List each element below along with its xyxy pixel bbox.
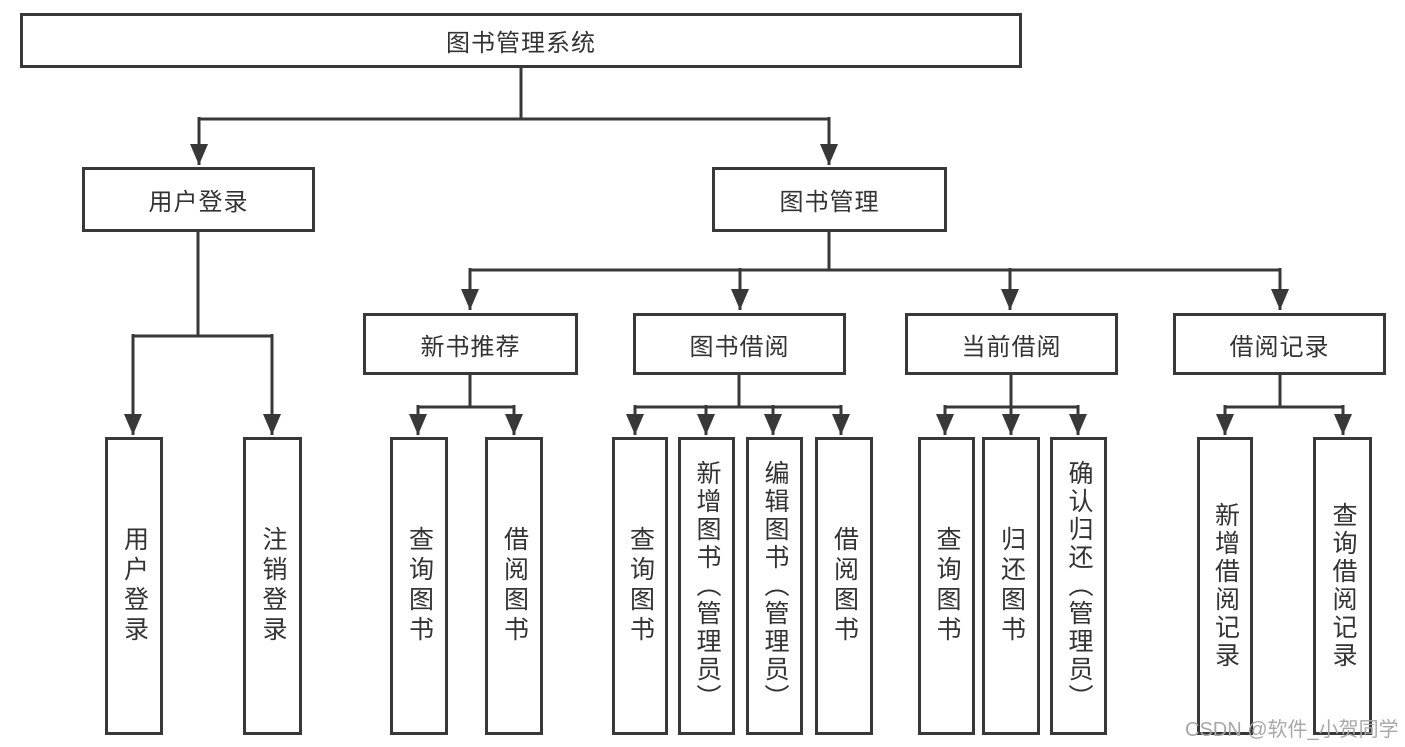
leaf-return-books: 归还图书 (982, 437, 1040, 735)
node-current-borrow: 当前借阅 (905, 313, 1118, 375)
connector-book-management (461, 232, 1289, 310)
connector-root (190, 68, 838, 165)
leaf-query-borrow-record: 查询借阅记录 (1313, 437, 1372, 735)
leaf-query-books-current: 查询图书 (918, 437, 975, 735)
connector-borrow-records (1216, 375, 1352, 435)
leaf-user-login: 用户登录 (105, 437, 163, 735)
node-new-book-recommend: 新书推荐 (363, 313, 578, 375)
node-borrow-records: 借阅记录 (1173, 313, 1386, 375)
node-book-borrow: 图书借阅 (633, 313, 846, 375)
leaf-add-borrow-record: 新增借阅记录 (1197, 437, 1253, 735)
connector-current-borrow (936, 375, 1087, 435)
node-user-login: 用户登录 (82, 167, 315, 232)
connector-new-book (409, 375, 523, 435)
watermark: CSDN @软件_小贺同学 (1185, 719, 1399, 741)
node-library-management-system: 图书管理系统 (20, 13, 1022, 68)
leaf-borrow-books-recommend: 借阅图书 (485, 437, 543, 735)
leaf-query-books-borrow: 查询图书 (612, 437, 668, 735)
leaf-logout: 注销登录 (243, 437, 302, 735)
leaf-edit-books-admin: 编辑图书（管理员） (746, 437, 803, 735)
node-book-management: 图书管理 (712, 167, 947, 232)
connector-user-login (124, 232, 281, 435)
leaf-confirm-return-admin: 确认归还（管理员） (1050, 437, 1107, 735)
connector-book-borrow (626, 375, 850, 435)
leaf-borrow-books: 借阅图书 (815, 437, 873, 735)
leaf-query-books-recommend: 查询图书 (390, 437, 448, 735)
leaf-add-books-admin: 新增图书（管理员） (678, 437, 735, 735)
